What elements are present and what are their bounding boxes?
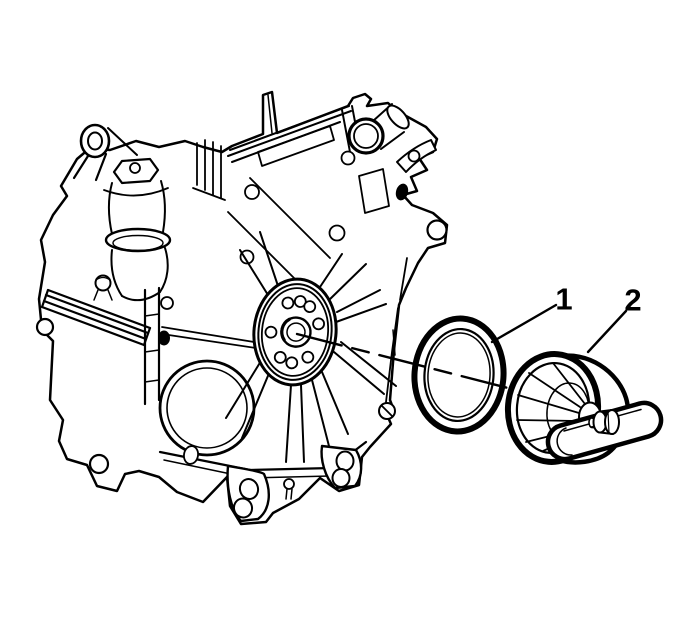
tool-handle-endcap (556, 427, 573, 456)
tool-nut (588, 409, 620, 435)
thermostat-outlet (347, 103, 410, 155)
centerline (295, 332, 514, 391)
installer-tool-drawing (504, 351, 664, 465)
right-face-details (239, 150, 448, 403)
mount-tab-right (320, 444, 363, 490)
corner-screw (378, 402, 396, 420)
left-tab-hole (88, 453, 110, 475)
callout-leader-line-2 (586, 309, 628, 354)
small-bolt (283, 478, 295, 500)
oil-filter-housing (103, 157, 172, 302)
bracket-arm (396, 139, 437, 173)
head-recess (257, 125, 335, 167)
stud-boss (93, 274, 113, 301)
callout-leader-line-1 (490, 303, 558, 344)
callout-label-1: 1 (555, 281, 573, 317)
mount-tab-center (226, 464, 270, 523)
left-bolt-hole (35, 317, 55, 337)
tensioner-channel (143, 286, 174, 406)
engine-block-drawing (35, 90, 449, 526)
flange-slot (183, 445, 199, 465)
callout-label-2: 2 (624, 282, 642, 318)
dipstick-tube (267, 94, 273, 134)
oil-seal-drawing (411, 315, 507, 435)
port-fins (192, 139, 226, 201)
ribbed-band (40, 288, 257, 349)
crankshaft-hub-drawing (252, 277, 338, 387)
upper-web-ribs (227, 177, 331, 281)
lifting-eye (72, 123, 138, 182)
